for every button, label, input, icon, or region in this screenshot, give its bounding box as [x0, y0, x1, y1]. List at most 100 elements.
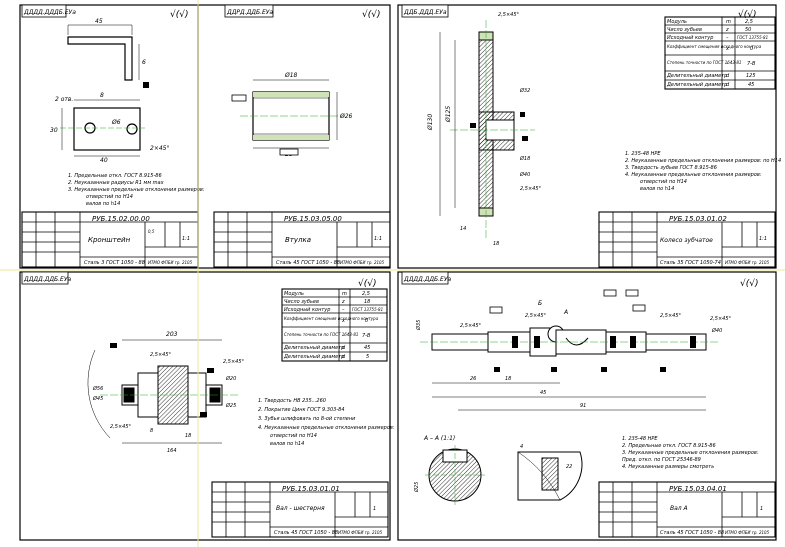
sheet-4-table-r3-label: Коэффициент смещения исходного контура — [284, 316, 379, 321]
sheet-5-marker-2 — [551, 367, 557, 372]
sheet-2-label-left — [231, 94, 247, 102]
sheet-4-param-table — [281, 288, 388, 362]
sheet-4-note-3: 3. Зубья шлифовать по 8-ой степени — [258, 416, 356, 422]
sheet-4-note-4: 4. Неуказанные предельные отклонения раз… — [258, 425, 395, 431]
sheet-5-groove-1 — [512, 336, 518, 348]
sheet-4-table-r2-sym: – — [342, 307, 345, 313]
sheet-3-table-r0-label: Модуль — [667, 19, 687, 25]
sheet-5-dim-chamfer-4: 2,5×45° — [710, 316, 732, 322]
sheet-3-note-1: 1. 235-48 НРЕ — [625, 151, 661, 157]
sheet-5-section-circle — [425, 445, 485, 505]
sheet-4-table-r0-sym: m — [342, 291, 347, 297]
sheet-5-material: Сталь 45 ГОСТ 1050 - 88 — [660, 530, 724, 536]
sheet-3-dim-d32: Ø32 — [519, 87, 530, 94]
sheet-5-dim-22: 22 — [566, 464, 572, 470]
sheet-3-marker-3 — [520, 112, 525, 117]
sheet-4-table-r2-val: ГОСТ 13755-81 — [352, 307, 383, 312]
sheet-5-label-A: А — [563, 309, 568, 316]
sheet-2-dim-d18: Ø18 — [284, 72, 298, 79]
sheet-3-table-r3-val: 0 — [750, 46, 753, 52]
sheet-1-dim-6: 6 — [142, 59, 146, 66]
sheet-4-dim-d56: Ø56 — [92, 385, 103, 392]
sheet-1-material: Сталь 3 ГОСТ 1050 - 88 — [84, 260, 145, 266]
sheet-3-frame — [397, 4, 777, 269]
sheet-4-dim-d45: Ø45 — [92, 395, 103, 402]
sheet-3-scale: 1:1 — [759, 236, 767, 242]
sheet-4-dim-chamfer-2: 2,5×45° — [223, 359, 245, 365]
sheet-3-table-r6-sym: d — [726, 82, 730, 88]
sheet-3-marker-2 — [522, 136, 528, 141]
sheet-3-table-r2-sym: – — [726, 35, 729, 41]
sheet-5-dim-d35: Ø35 — [415, 320, 422, 331]
sheet-1-roughness: √(√) — [170, 9, 189, 20]
sheet-1-note-2: 2. Неуказанные радиусы R1 мм max — [68, 180, 164, 186]
sheet-1-dim-chamfer: 2×45° — [150, 145, 169, 152]
sheet-3-note-3: 3. Твердость зубьев ГОСТ 8.915-86 — [625, 165, 717, 171]
sheet-2-code: ДДРД.ДДБ.ЕУа — [226, 9, 273, 16]
sheet-3-material: Сталь 35 ГОСТ 1050-74 — [660, 260, 721, 266]
sheet-4-frame — [19, 271, 391, 541]
sheet-3-dim-18: 18 — [493, 241, 499, 247]
sheet-3-titleblock — [598, 211, 776, 268]
sheet-3-note-2: 2. Неуказанные предельные отклонения раз… — [625, 158, 781, 164]
sheet-5-note-3: 3. Неуказанные предельные отклонения раз… — [622, 450, 759, 456]
sheet-4-table-r0-val: 2,5 — [362, 291, 370, 297]
sheet-5-dim-91: 91 — [580, 403, 586, 409]
sheet-3-table-r5-label: Делительный диаметр — [666, 73, 727, 79]
sheet-3-table-r1-sym: z — [725, 27, 729, 33]
sheet-5-roughness: √(√) — [740, 278, 759, 289]
sheet-3-table-r6-val: 45 — [748, 82, 754, 88]
sheet-3-dim-chamfer-bottom: 2,5×45° — [520, 186, 542, 192]
sheet-4-marker-2 — [207, 368, 214, 373]
sheet-3-gear-section — [439, 20, 535, 240]
sheet-4-table-r5-val: 45 — [364, 345, 370, 351]
sheet-2-scale: 1:1 — [374, 236, 382, 242]
sheet-3-table-r4-val: 7-В — [747, 61, 756, 67]
sheet-5-org: ИТМО ФПБИ гр. 2105 — [725, 530, 770, 535]
sheet-5-label-3 — [625, 289, 639, 297]
sheet-3-note-6: валов по h14 — [640, 186, 674, 192]
sheet-5-label-1 — [489, 306, 503, 314]
sheet-2-label-bottom — [279, 148, 299, 156]
sheet-1-dim-2otv: 2 отв. — [55, 96, 73, 103]
sheet-4-stamp: РУБ.15.03.01.01 — [282, 485, 340, 493]
sheet-4-dim-chamfer-1: 2,5×45° — [150, 352, 172, 358]
sheet-1-dim-d6: Ø6 — [111, 119, 121, 126]
sheet-4-table-r1-sym: z — [341, 299, 345, 305]
sheet-1-note-4: отверстий по Н14 — [86, 194, 133, 200]
sheet-3-note-4: 4. Неуказанные предельные отклонения раз… — [625, 172, 762, 178]
sheet-4-dim-8: 8 — [150, 428, 153, 434]
sheet-4-table-r3-sym: x — [341, 318, 345, 324]
sheet-4-table-r1-val: 18 — [364, 299, 370, 305]
sheet-5-section-label: А – А (1:1) — [423, 435, 455, 442]
sheet-3-marker-1 — [470, 123, 476, 128]
sheet-5-note-5: 4. Неуказанные размеры смотреть — [622, 464, 714, 470]
sheet-4-dim-164: 164 — [167, 448, 177, 454]
sheet-5-note-1: 1. 235-48 НРЕ — [622, 436, 658, 442]
sheet-4-table-r0-label: Модуль — [284, 291, 304, 297]
sheet-3-table-r2-label: Исходный контур — [667, 35, 713, 41]
sheet-4-note-6: валов по h14 — [270, 441, 304, 447]
sheet-4-shaft — [87, 339, 240, 444]
sheet-3-table-r1-label: Число зубьев — [667, 27, 702, 33]
sheet-3-code-box — [401, 4, 449, 18]
sheet-3-table-r5-sym: d — [726, 73, 730, 79]
sheet-5-code: ДДДД.ДДБ.ЕУа — [403, 276, 452, 283]
sheet-2-org: ИТМО ФПБИ гр. 2105 — [340, 260, 385, 265]
sheet-2-name: Втулка — [285, 236, 311, 244]
sheet-3-param-table — [664, 16, 776, 90]
sheet-3-org: ИТМО ФПБИ гр. 2105 — [725, 260, 770, 265]
sheet-1-part-plate — [60, 99, 145, 157]
sheet-4-table-r6-label: Делительный диаметр — [283, 354, 344, 360]
sheet-5-note-2: 2. Предельные откл. ГОСТ 8.915-86 — [622, 443, 716, 449]
sheet-2-material: Сталь 45 ГОСТ 1050 - 88 — [276, 260, 340, 266]
sheet-5-label-2 — [603, 289, 617, 297]
sheet-4-table-r6-val: 5 — [366, 354, 369, 360]
sheet-3-table-r4-sym: – — [726, 61, 729, 67]
sheet-2-titleblock — [213, 211, 391, 268]
sheet-5-dim-chamfer-1: 2,5×45° — [460, 323, 482, 329]
sheet-4-code: ДДДД.ДДБ.ЕУа — [23, 276, 72, 283]
sheet-1-dim-30: 30 — [50, 127, 58, 134]
sheet-4-note-1: 1. Твердость НВ 235...260 — [258, 398, 326, 404]
sheet-5-dim-chamfer-3: 2,5×45° — [660, 313, 682, 319]
